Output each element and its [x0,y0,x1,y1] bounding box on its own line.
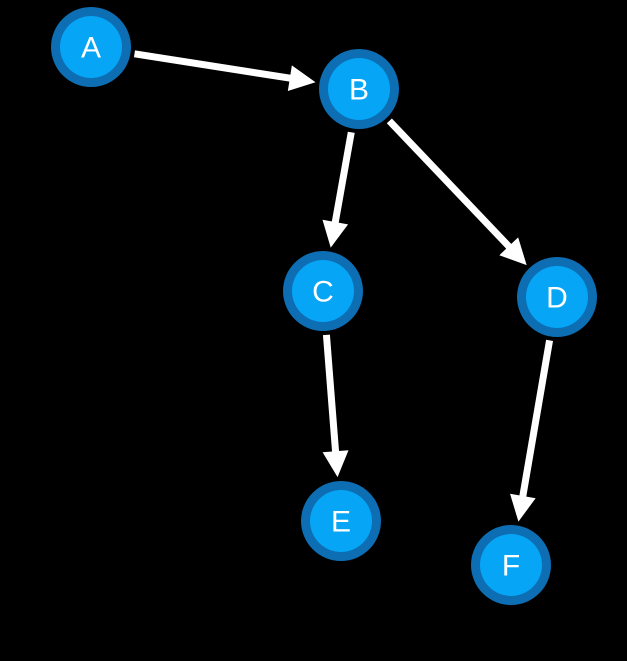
graph-node-D[interactable]: D [517,257,597,337]
graph-edge-D-F[interactable] [510,339,554,522]
node-body [310,490,372,552]
edge-arrowhead-icon [287,65,316,92]
node-body [480,534,542,596]
graph-node-F[interactable]: F [471,525,551,605]
node-body [60,16,122,78]
graph-node-B[interactable]: B [319,49,399,129]
edge-arrowhead-icon [510,493,536,522]
edge-arrowhead-icon [499,237,527,266]
graph-edge-C-E[interactable] [322,334,349,478]
edge-shaft [386,118,513,251]
graph-edge-B-D[interactable] [386,118,527,266]
edge-shaft [133,50,293,82]
edges-layer [133,50,554,522]
node-body [328,58,390,120]
edge-shaft [331,131,355,225]
graph-node-A[interactable]: A [51,7,131,87]
node-body [292,260,354,322]
graph-edge-A-B[interactable] [133,50,316,92]
edge-arrowhead-icon [322,450,349,478]
graph-node-E[interactable]: E [301,481,381,561]
edge-arrowhead-icon [322,219,349,248]
edge-shaft [519,339,554,499]
edge-shaft [322,334,340,454]
graph-edge-B-C[interactable] [322,131,355,248]
node-body [526,266,588,328]
nodes-layer: A B C D E F [51,7,597,605]
graph-node-C[interactable]: C [283,251,363,331]
